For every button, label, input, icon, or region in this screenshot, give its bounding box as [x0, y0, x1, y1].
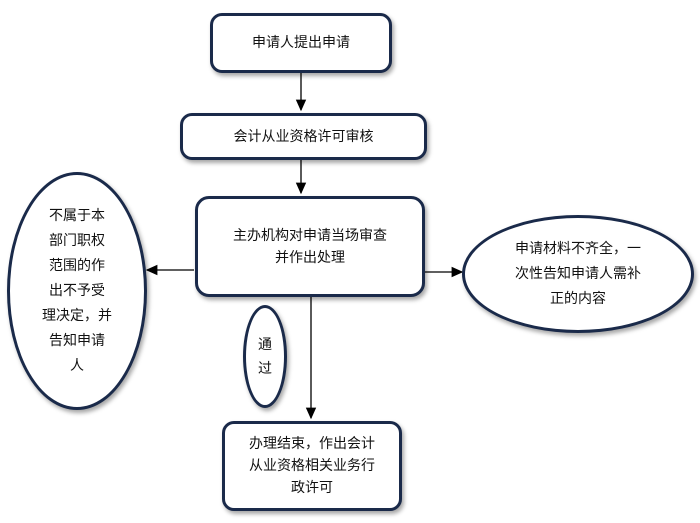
apply-label: 申请人提出申请	[252, 35, 350, 51]
finish-label: 办理结束，作出会计 从业资格相关业务行 政许可	[249, 436, 375, 496]
apply-box: 申请人提出申请	[210, 13, 392, 73]
review-box: 会计从业资格许可审核	[180, 113, 427, 160]
onsite-review-label: 主办机构对申请当场审查 并作出处理	[233, 227, 387, 266]
review-label: 会计从业资格许可审核	[233, 128, 374, 145]
supplement-label: 申请材料不齐全，一 次性告知申请人需补 正的内容	[515, 240, 641, 307]
pass-label: 通 过	[258, 336, 272, 377]
supplement-ellipse: 申请材料不齐全，一 次性告知申请人需补 正的内容	[462, 215, 694, 333]
reject-label: 不属于本 部门职权 范围的作 出不予受 理决定，并 告知申请 人	[42, 207, 112, 374]
finish-box: 办理结束，作出会计 从业资格相关业务行 政许可	[222, 421, 402, 511]
pass-ellipse: 通 过	[243, 305, 287, 408]
reject-ellipse: 不属于本 部门职权 范围的作 出不予受 理决定，并 告知申请 人	[7, 172, 147, 410]
onsite-review-box: 主办机构对申请当场审查 并作出处理	[195, 196, 425, 297]
